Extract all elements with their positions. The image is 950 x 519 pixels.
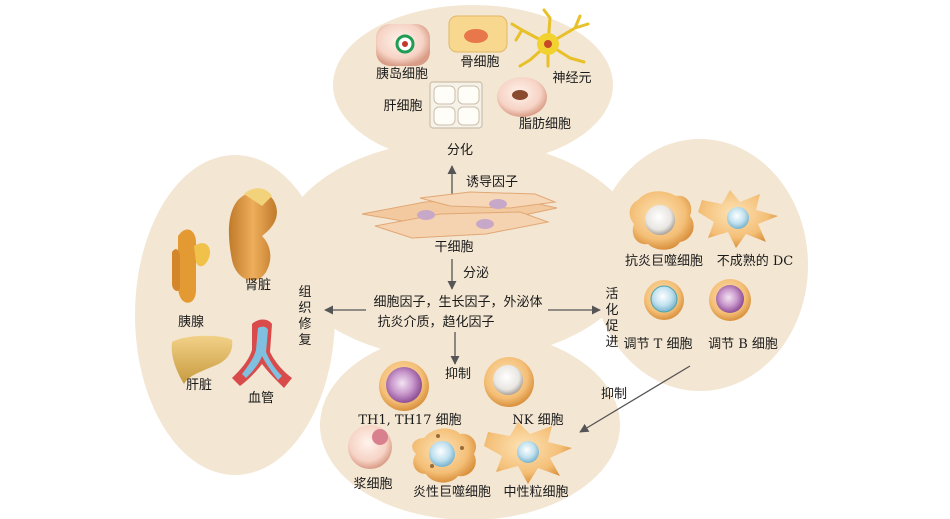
- regulatory-t-cell: [644, 280, 684, 320]
- stem-cells: [361, 191, 558, 239]
- label-induction: 诱导因子: [466, 175, 518, 190]
- bone-cell: [448, 15, 508, 53]
- label-repair-1: 组: [298, 285, 311, 300]
- label-breg: 调节 B 细胞: [708, 337, 778, 352]
- neuron: [510, 8, 590, 68]
- label-treg: 调节 T 细胞: [624, 337, 693, 352]
- label-activate-2: 化: [605, 303, 618, 318]
- hepatocyte: [429, 81, 483, 129]
- label-islet-cell: 胰岛细胞: [376, 66, 428, 82]
- arrow-inhibit-diagonal: [579, 365, 691, 433]
- label-bone-cell: 骨细胞: [460, 55, 499, 70]
- label-factors-line2: 抗炎介质，趋化因子: [377, 315, 494, 330]
- label-repair-3: 修: [298, 317, 311, 332]
- label-differentiation: 分化: [447, 143, 473, 158]
- pancreas-icon: [172, 229, 211, 303]
- label-secretion: 分泌: [463, 266, 489, 281]
- anti-inflammatory-macrophage: [629, 191, 694, 250]
- label-th-cells: TH1, TH17 细胞: [358, 413, 461, 428]
- label-adipocyte: 脂肪细胞: [519, 116, 571, 132]
- label-pancreas: 胰腺: [178, 315, 204, 330]
- liver-icon: [171, 335, 233, 384]
- activate-vertical-label: 活 化 促 进: [605, 287, 618, 350]
- plasma-cell: [348, 425, 392, 469]
- label-immature-dc: 不成熟的 DC: [717, 253, 794, 269]
- label-right-inhibit: 抑制: [601, 387, 627, 402]
- repair-vertical-label: 组 织 修 复: [298, 285, 311, 348]
- label-m2-macrophage: 抗炎巨噬细胞: [625, 254, 703, 269]
- label-activate-4: 进: [605, 335, 618, 350]
- immature-dc: [698, 190, 778, 248]
- label-plasma-cell: 浆细胞: [353, 477, 392, 492]
- regulatory-b-cell: [709, 279, 751, 321]
- center-blob: [280, 140, 640, 360]
- neutrophil: [484, 422, 572, 484]
- label-repair-4: 复: [298, 333, 311, 348]
- blood-vessel-icon: [232, 319, 292, 388]
- islet-cell: [376, 24, 430, 66]
- label-activate-1: 活: [605, 287, 618, 302]
- adipocyte: [497, 77, 547, 117]
- label-repair-2: 织: [298, 301, 311, 316]
- kidney-icon: [228, 188, 277, 281]
- label-neuron: 神经元: [552, 71, 591, 86]
- label-m1-macrophage: 炎性巨噬细胞: [413, 485, 491, 500]
- label-kidney: 肾脏: [245, 278, 271, 293]
- nk-cell: [484, 357, 534, 407]
- label-stem-cell: 干细胞: [434, 240, 473, 255]
- th-cell: [379, 361, 429, 411]
- label-factors-line1: 细胞因子，生长因子，外泌体: [373, 295, 542, 310]
- label-neutrophil: 中性粒细胞: [503, 485, 568, 500]
- inflammatory-macrophage: [412, 428, 477, 483]
- label-liver: 肝脏: [186, 378, 212, 393]
- label-vessel: 血管: [248, 391, 274, 406]
- label-activate-3: 促: [605, 319, 618, 334]
- label-hepatocyte: 肝细胞: [383, 99, 422, 114]
- label-bottom-inhibit: 抑制: [445, 367, 471, 382]
- label-nk-cell: NK 细胞: [512, 413, 563, 428]
